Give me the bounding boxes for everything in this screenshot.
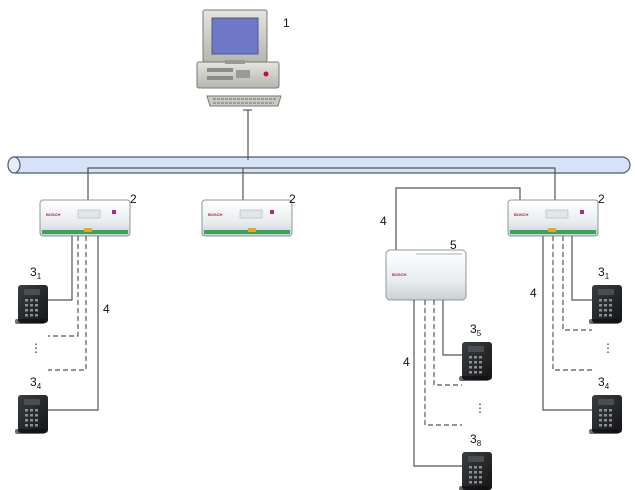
label-bus-right: 4: [530, 286, 537, 300]
controller-left[interactable]: BOSCH: [39, 199, 131, 237]
reader-left-first[interactable]: [15, 285, 48, 324]
pc-workstation[interactable]: [196, 9, 282, 107]
label-bus-left: 4: [103, 302, 110, 316]
right-reader-wiring: [542, 236, 592, 411]
left-reader-wiring: [48, 236, 99, 411]
label-reader-right-last: 34: [598, 375, 610, 391]
label-controller-middle: 2: [289, 192, 296, 206]
label-bus-extension: 4: [403, 355, 410, 369]
label-reader-ext-last: 38: [470, 432, 482, 448]
label-pc: 1: [283, 16, 290, 30]
label-controller-right: 2: [598, 192, 605, 206]
label-controller-left: 2: [130, 192, 137, 206]
label-bus-link: 4: [380, 214, 387, 228]
reader-left-last[interactable]: [15, 395, 48, 434]
pc-network-link: [243, 109, 252, 160]
label-reader-left-last: 34: [30, 375, 42, 391]
label-reader-ext-first: 35: [470, 322, 482, 338]
controller-right[interactable]: BOSCH: [507, 199, 599, 237]
label-reader-right-first: 31: [598, 265, 610, 281]
label-reader-left-first: 31: [30, 265, 42, 281]
controller-brand: BOSCH: [208, 212, 223, 217]
ellipsis-extension: ⋮: [474, 401, 486, 415]
reader-ext-last[interactable]: [459, 452, 492, 490]
keyboard: [206, 95, 282, 107]
network-drops: [87, 167, 556, 250]
extension-brand: BOSCH: [392, 272, 407, 277]
controller-middle[interactable]: BOSCH: [201, 199, 293, 237]
ellipsis-left: ⋮: [30, 341, 42, 355]
extension-reader-wiring: [413, 300, 462, 467]
reader-right-last[interactable]: [589, 395, 622, 434]
controller-brand: BOSCH: [514, 212, 529, 217]
extension-module[interactable]: BOSCH: [385, 249, 467, 301]
network-bus: [7, 156, 631, 174]
controller-brand: BOSCH: [46, 212, 61, 217]
ellipsis-right: ⋮: [602, 341, 614, 355]
monitor: [202, 9, 268, 64]
reader-right-first[interactable]: [589, 285, 622, 324]
label-extension: 5: [450, 238, 457, 252]
reader-ext-first[interactable]: [459, 342, 492, 381]
